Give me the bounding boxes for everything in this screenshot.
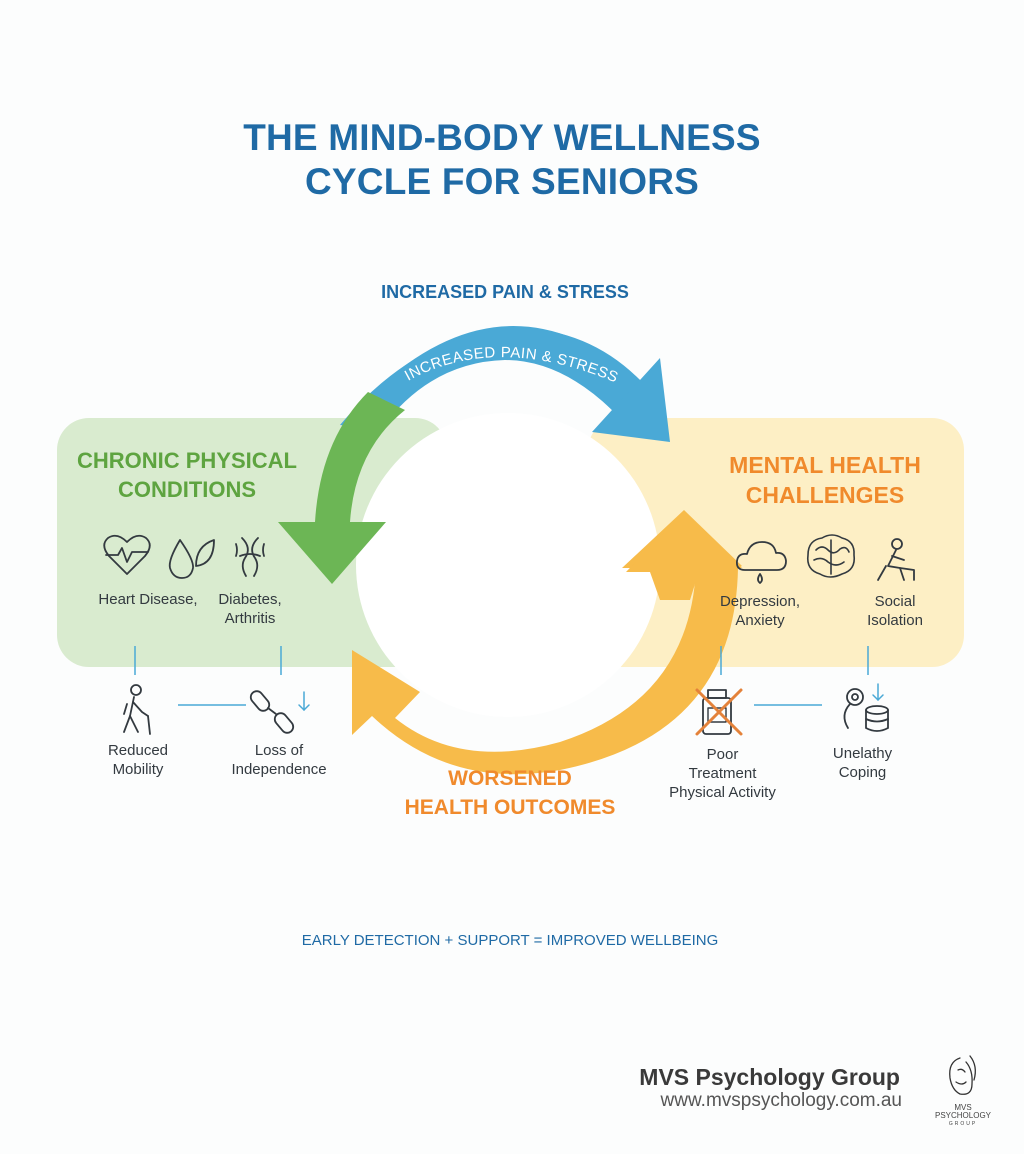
yellow-arrow [352,568,738,775]
diabetes-text: Diabetes, [218,591,282,608]
loss-independence-label: Loss of Independence [218,741,340,779]
reduced-text: Reduced [107,742,169,759]
title-line-1: THE MIND-BODY WELLNESS [243,117,761,158]
depression-anxiety-label: Depression, Anxiety [705,592,815,630]
brain-icon [806,534,856,578]
reduced-mobility-label: Reduced Mobility [88,741,188,779]
unhealthy-coping-label: Unelathy Coping [815,744,910,782]
social-text: Social [874,593,916,610]
logo-line-3: GROUP [948,1121,978,1127]
brand-url[interactable]: www.mvspsychology.com.au [660,1090,902,1111]
rain-cloud-icon [736,541,787,584]
chronic-conditions-heading: CHRONIC PHYSICAL CONDITIONS [57,446,317,504]
down-arrow-icon-right [872,683,884,702]
heart-pulse-icon [103,534,151,575]
physical-activity-text: Physical Activity [669,784,776,801]
mobility-text: Mobility [112,761,164,778]
page-title: THE MIND-BODY WELLNESS CYCLE FOR SENIORS [0,116,1004,204]
joint-icon [235,537,265,577]
worsened-outcomes-label: WORSENED HEALTH OUTCOMES [370,764,650,822]
unelathy-text: Unelathy [832,745,893,762]
broken-chain-icon [249,690,295,734]
blue-arrow-body [340,328,640,430]
mental-heading-line-1: MENTAL HEALTH [729,452,921,478]
poor-text: Poor [706,746,739,763]
worsened-line-2: HEALTH OUTCOMES [404,796,616,819]
connector-lines [134,646,869,706]
depression-text: Depression, [719,593,801,610]
mvs-logo-icon [949,1055,976,1095]
sitting-person-icon [877,538,915,581]
diabetes-arthritis-label: Diabetes, Arthritis [200,590,300,628]
yellow-arrowhead-top [626,512,742,600]
heart-disease-label: Heart Disease, [98,591,198,608]
loss-text: Loss of [254,742,304,759]
title-line-2: CYCLE FOR SENIORS [305,161,699,202]
worsened-line-1: WORSENED [448,767,572,790]
independence-text: Independence [231,761,327,778]
isolation-text: Isolation [867,612,923,629]
logo-text: MVS PSYCHOLOGY GROUP [928,1104,998,1128]
poor-treatment-label: Poor Treatment Physical Activity [655,745,790,802]
chronic-heading-line-1: CHRONIC PHYSICAL [76,448,297,473]
arthritis-text: Arthritis [224,610,276,627]
cycle-center [356,413,660,717]
walking-cane-icon [123,684,151,735]
brand-name: MVS Psychology Group [639,1064,900,1090]
down-arrow-icon [298,691,310,712]
coping-icon [843,688,889,732]
chronic-heading-line-2: CONDITIONS [117,477,257,502]
top-cycle-label: INCREASED PAIN & STRESS [381,282,629,302]
social-isolation-label: Social Isolation [850,592,940,630]
mental-health-heading: MENTAL HEALTH CHALLENGES [700,450,950,510]
mental-heading-line-2: CHALLENGES [745,482,905,508]
green-arrow [278,392,405,584]
treatment-text: Treatment [688,765,757,782]
logo-line-2: PSYCHOLOGY [934,1111,991,1120]
crossed-pill-bottle-icon [695,688,743,736]
tagline: EARLY DETECTION + SUPPORT = IMPROVED WEL… [301,932,719,949]
anxiety-text: Anxiety [735,612,785,629]
drops-leaf-icon [168,539,215,579]
logo-line-1: MVS [954,1103,972,1112]
coping-text: Coping [838,764,887,781]
